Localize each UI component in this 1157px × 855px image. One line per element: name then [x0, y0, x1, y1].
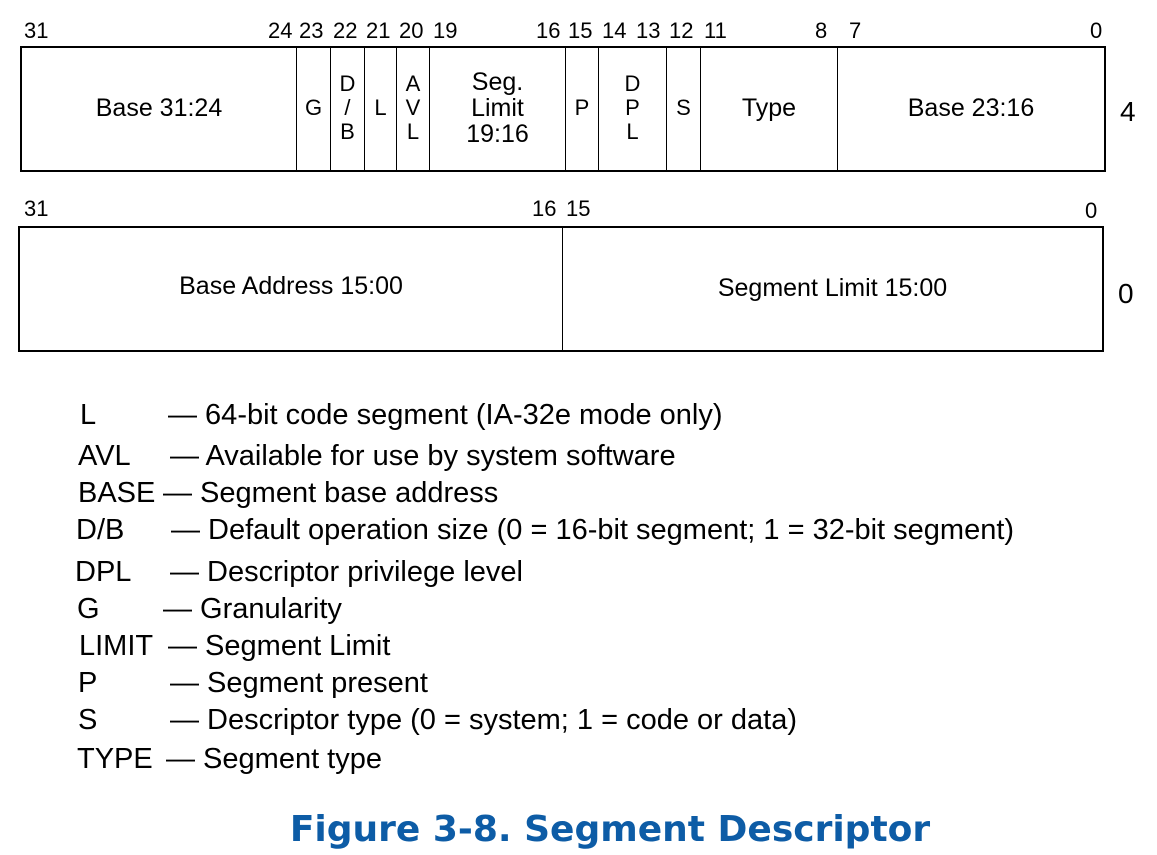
- bit-label: 16: [532, 196, 557, 221]
- bit-label: 15: [566, 196, 591, 221]
- legend-abbr: S: [78, 704, 98, 736]
- legend-abbr: BASE: [78, 477, 156, 509]
- field-label: Seg.: [471, 68, 524, 96]
- field-label: Base 31:24: [95, 94, 223, 122]
- bit-label: 23: [299, 18, 324, 43]
- legend-abbr: AVL: [78, 440, 131, 472]
- field-avl: A V L: [397, 48, 430, 170]
- legend-desc: — Segment Limit: [168, 630, 391, 662]
- field-label: Base Address 15:00: [179, 272, 403, 300]
- legend-abbr: G: [77, 593, 100, 625]
- bit-label: 20: [399, 18, 424, 43]
- byte-offset-label: 4: [1120, 96, 1136, 127]
- legend-desc: — Default operation size (0 = 16-bit seg…: [171, 514, 1015, 546]
- field-l: L: [365, 48, 397, 170]
- field-base-address-15-00: Base Address 15:00: [20, 228, 563, 350]
- bit-label: 31: [24, 18, 49, 43]
- field-base-31-24: Base 31:24: [22, 48, 297, 170]
- field-label: P: [574, 95, 590, 120]
- legend-desc: — Segment base address: [163, 477, 499, 509]
- legend-abbr: TYPE: [77, 743, 153, 775]
- bit-label: 22: [333, 18, 358, 43]
- figure-caption: Figure 3-8. Segment Descriptor: [289, 809, 931, 850]
- field-label: L: [374, 95, 387, 120]
- bit-label: 19: [433, 18, 458, 43]
- field-db: D / B: [331, 48, 365, 170]
- bit-label: 31: [24, 196, 49, 221]
- field-seg-limit-19-16: Seg. Limit 19:16: [430, 48, 566, 170]
- field-label: Limit: [471, 94, 524, 122]
- bit-label: 0: [1090, 18, 1103, 43]
- descriptor-low-dword: Base Address 15:00 Segment Limit 15:00: [18, 226, 1104, 352]
- field-label: D: [339, 71, 356, 96]
- bit-label: 7: [849, 18, 862, 43]
- legend-desc: — Descriptor privilege level: [170, 556, 523, 588]
- legend-desc: — Segment type: [166, 743, 382, 775]
- field-label: B: [340, 119, 355, 144]
- field-base-23-16: Base 23:16: [838, 48, 1104, 170]
- legend-abbr: D/B: [76, 514, 125, 546]
- field-s: S: [667, 48, 701, 170]
- bit-label: 21: [366, 18, 391, 43]
- legend-desc: — Available for use by system software: [170, 440, 676, 472]
- bit-label: 8: [815, 18, 828, 43]
- field-label: Type: [741, 94, 797, 122]
- field-label: V: [405, 95, 421, 120]
- legend-abbr: DPL: [75, 556, 132, 588]
- bit-label: 13: [636, 18, 661, 43]
- field-label: 19:16: [466, 120, 529, 148]
- bit-label: 11: [704, 18, 727, 43]
- field-segment-limit-15-00: Segment Limit 15:00: [563, 228, 1102, 350]
- field-label: L: [406, 119, 420, 144]
- legend-abbr: LIMIT: [79, 630, 154, 662]
- descriptor-high-dword: Base 31:24 G D / B L A V L Seg. Limit 19…: [20, 46, 1106, 172]
- legend-desc: — Segment present: [170, 667, 428, 699]
- bit-label: 0: [1085, 198, 1098, 223]
- legend-abbr: L: [80, 399, 97, 431]
- field-label: D: [624, 71, 641, 96]
- legend-desc: — 64-bit code segment (IA-32e mode only): [168, 399, 723, 431]
- legend-desc: — Descriptor type (0 = system; 1 = code …: [170, 704, 797, 736]
- legend-abbr: P: [78, 667, 98, 699]
- legend-desc: — Granularity: [163, 593, 342, 625]
- field-label: A: [405, 71, 421, 96]
- bit-label: 16: [536, 18, 561, 43]
- field-label: S: [676, 95, 691, 120]
- field-p: P: [566, 48, 599, 170]
- field-label: Segment Limit 15:00: [717, 274, 948, 302]
- field-label: P: [625, 95, 640, 120]
- bit-label: 14: [602, 18, 627, 43]
- field-label: G: [304, 95, 323, 120]
- field-label: Base 23:16: [907, 94, 1035, 122]
- field-type: Type: [701, 48, 838, 170]
- field-label: /: [344, 95, 351, 120]
- byte-offset-label: 0: [1118, 278, 1134, 309]
- field-dpl: D P L: [599, 48, 667, 170]
- field-g: G: [297, 48, 331, 170]
- bit-label: 24: [268, 18, 293, 43]
- field-label: L: [626, 119, 639, 144]
- bit-label: 12: [669, 18, 694, 43]
- bit-label: 15: [568, 18, 593, 43]
